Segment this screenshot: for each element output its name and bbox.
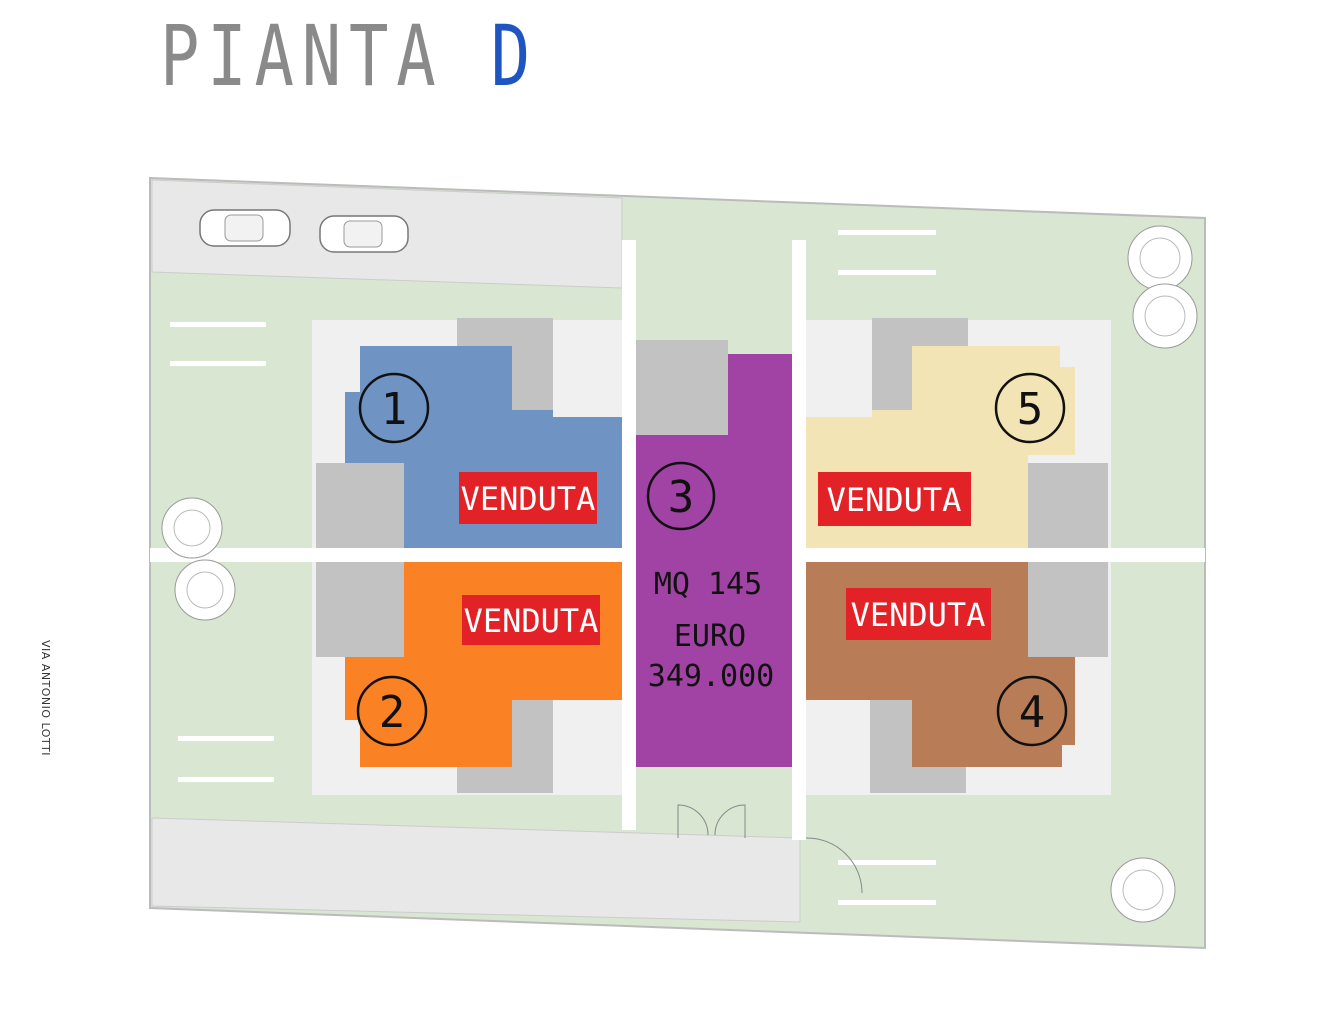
building-block (316, 562, 404, 657)
unit-2-marker (356, 675, 428, 747)
unit-5-number: 5 (1017, 384, 1044, 435)
unit-4-status: VENDUTA (851, 596, 986, 634)
divider-path (805, 548, 1205, 562)
sold-badge: VENDUTA (846, 588, 991, 640)
unit-3-marker (646, 461, 716, 531)
unit-2-status: VENDUTA (464, 602, 599, 640)
car-icon (319, 215, 409, 253)
unit-4-number: 4 (1019, 687, 1046, 738)
divider-path (792, 240, 806, 840)
unit-5-status: VENDUTA (827, 481, 962, 519)
building-block (1028, 562, 1108, 657)
building-block (636, 340, 728, 435)
unit-3-price-label: EURO (674, 619, 746, 654)
bottom-path (151, 817, 801, 923)
unit-2-number: 2 (379, 687, 406, 738)
title-prefix: PIANTA (160, 7, 444, 105)
unit-1-marker (358, 372, 430, 444)
tree-icon (1132, 283, 1198, 349)
divider-path (622, 240, 636, 830)
divider-path (150, 548, 625, 562)
sold-badge: VENDUTA (462, 595, 600, 645)
unit-5-marker (994, 372, 1066, 444)
unit-3-price: 349.000 (648, 659, 774, 694)
tree-icon (161, 497, 223, 559)
unit-4-marker (996, 675, 1068, 747)
tree-icon (174, 559, 236, 621)
building-block (1028, 463, 1108, 548)
unit-1-number: 1 (381, 384, 408, 435)
unit-1-status: VENDUTA (461, 480, 596, 518)
sold-badge: VENDUTA (459, 472, 597, 524)
unit-3-area (636, 354, 792, 767)
unit-3-area-label: MQ 145 (654, 567, 762, 602)
page-title: PIANTA D (160, 6, 538, 106)
gate-icon (677, 804, 863, 894)
stepping-stones (170, 230, 936, 905)
building-block (316, 463, 404, 548)
car-icon (199, 209, 291, 247)
unit-3-number: 3 (668, 472, 695, 523)
title-letter: D (490, 7, 538, 105)
sold-badge: VENDUTA (818, 472, 971, 526)
tree-icon (1110, 857, 1176, 923)
tree-icon (1127, 225, 1193, 291)
